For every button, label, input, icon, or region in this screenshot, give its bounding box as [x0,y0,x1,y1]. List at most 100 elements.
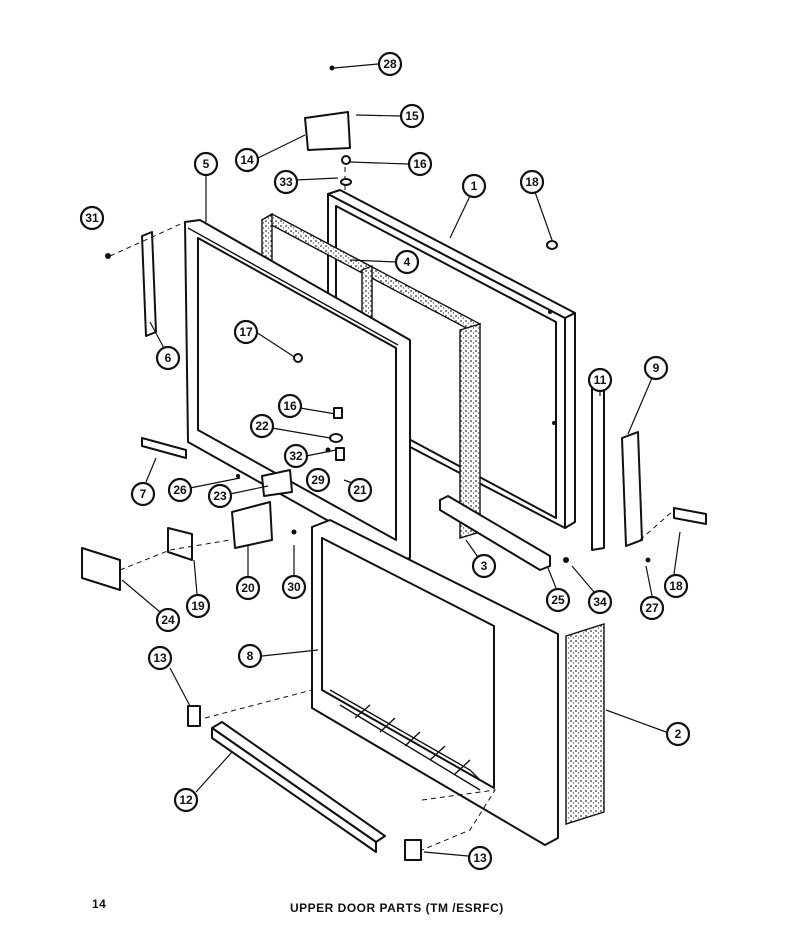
callout-6: 6 [155,345,181,371]
bottom-trim-lip [211,727,377,853]
svg-text:2: 2 [675,727,682,741]
foam-insulation-panel [260,212,482,539]
callout-25: 25 [545,587,571,613]
svg-text:14: 14 [240,153,254,167]
side-foam-strip [565,623,605,825]
gasket-strip-piece [673,507,707,525]
svg-text:18: 18 [669,579,683,593]
callout-13-upper: 13 [147,645,173,671]
svg-text:28: 28 [383,57,397,71]
callout-17: 17 [233,319,259,345]
leader-lines [121,63,681,857]
callout-27: 27 [639,595,665,621]
svg-text:33: 33 [279,175,293,189]
callout-5: 5 [193,151,219,177]
door-handle [621,431,643,547]
side-trim-strip [141,231,157,337]
callout-30: 30 [281,574,307,600]
fasteners [105,65,651,563]
hinge-pin-block [261,469,293,497]
assembly-line [119,539,231,571]
svg-text:12: 12 [179,793,193,807]
callout-24: 24 [155,607,181,633]
svg-text:13: 13 [473,851,487,865]
svg-text:26: 26 [173,483,187,497]
callout-18-upper: 18 [519,169,545,195]
callout-4: 4 [394,249,420,275]
callout-12: 12 [173,787,199,813]
svg-text:4: 4 [404,255,411,269]
svg-text:18: 18 [525,175,539,189]
callout-8: 8 [237,643,263,669]
callout-33: 33 [273,169,299,195]
top-trim-strip [141,437,187,459]
callout-16-upper: 16 [407,151,433,177]
callout-15: 15 [399,103,425,129]
hinge-bracket-small [167,527,193,561]
assembly-line [639,509,675,541]
callout-1: 1 [461,173,487,199]
svg-text:24: 24 [161,613,175,627]
gasket-frame [184,219,411,561]
bottom-trim-channel [211,721,386,843]
svg-text:19: 19 [191,599,205,613]
svg-text:6: 6 [165,351,172,365]
svg-text:17: 17 [239,325,253,339]
page-caption: UPPER DOOR PARTS (TM /ESRFC) [290,901,504,915]
svg-text:13: 13 [153,651,167,665]
callout-7: 7 [130,481,156,507]
svg-text:21: 21 [353,483,367,497]
callout-29: 29 [305,467,331,493]
svg-text:8: 8 [247,649,254,663]
callout-32: 32 [283,443,309,469]
assembly-line [204,689,313,719]
corner-bracket-top [187,705,201,727]
svg-text:11: 11 [594,373,607,387]
callout-18-lower: 18 [663,573,689,599]
svg-text:3: 3 [481,559,488,573]
callout-31: 31 [79,205,105,231]
svg-text:25: 25 [551,593,565,607]
callout-11: 11 [587,367,613,393]
svg-text:1: 1 [471,179,478,193]
assembly-line [421,789,496,851]
corner-bracket-bottom [404,839,422,861]
upper-hinge [304,111,351,151]
svg-text:7: 7 [140,487,147,501]
svg-text:27: 27 [645,601,659,615]
callout-13-lower: 13 [467,845,493,871]
svg-text:31: 31 [85,211,99,225]
callout-23: 23 [207,483,233,509]
svg-text:29: 29 [311,473,325,487]
callout-26: 26 [167,477,193,503]
callout-9: 9 [643,355,669,381]
callout-20: 20 [235,575,261,601]
callout-2: 2 [665,721,691,747]
callout-28: 28 [377,51,403,77]
callout-22: 22 [249,413,275,439]
handle-bracket [591,385,605,551]
door-liner [311,519,559,846]
svg-text:5: 5 [203,157,210,171]
hinge-plate [81,547,121,591]
svg-text:23: 23 [213,489,227,503]
svg-text:32: 32 [289,449,303,463]
svg-text:22: 22 [255,419,269,433]
callout-3: 3 [471,553,497,579]
callout-16-lower: 16 [277,393,303,419]
svg-text:20: 20 [241,581,255,595]
svg-text:15: 15 [405,109,419,123]
svg-text:9: 9 [653,361,660,375]
svg-text:16: 16 [283,399,297,413]
svg-text:34: 34 [593,595,607,609]
callout-34: 34 [587,589,613,615]
callout-21: 21 [347,477,373,503]
callout-14: 14 [234,147,260,173]
svg-text:16: 16 [413,157,427,171]
lower-hinge [231,501,273,549]
door-bottom-rail [439,495,551,571]
svg-text:30: 30 [287,580,301,594]
page-number: 14 [92,897,107,911]
callout-19: 19 [185,593,211,619]
